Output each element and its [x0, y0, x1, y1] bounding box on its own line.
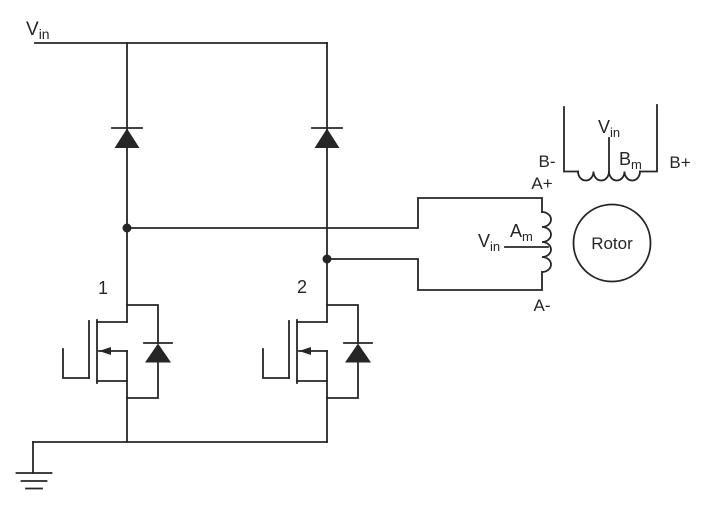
- phase-b-minus-wire: [563, 106, 579, 173]
- phase-a-tap-vin-label: Vin: [478, 231, 500, 254]
- phase-b-tap-vin-label: Vin: [598, 117, 620, 140]
- phase-b-winding-label: Bm: [619, 149, 642, 172]
- mosfet1-gate-lead: [62, 348, 90, 379]
- phase-b-winding: [563, 104, 658, 182]
- mosfet-2-icon: [262, 304, 373, 443]
- ground-symbol: [15, 441, 53, 490]
- phase-a-coil-icon: [541, 211, 552, 273]
- phase-b-coil-icon: [577, 170, 641, 182]
- terminal-a-plus-label: A+: [531, 174, 552, 193]
- terminal-a-minus-label: A-: [534, 296, 551, 315]
- mosfet2-bodydiode-top-wire: [326, 304, 359, 344]
- terminal-b-plus-label: B+: [669, 153, 690, 172]
- mosfet2-gate-lead: [262, 348, 290, 379]
- phase-a-plus-wire: [126, 197, 543, 229]
- phase-a-winding-label: Am: [510, 221, 533, 244]
- mosfet2-bodydiode-bottom-wire: [326, 361, 359, 399]
- mosfet2-arrow-icon: [299, 347, 311, 355]
- phase-b-plus-wire: [639, 104, 658, 173]
- rotor-circle: [572, 203, 652, 283]
- phase-a-minus-wire: [326, 258, 543, 291]
- freewheel-diode-2-icon: [311, 127, 343, 148]
- mosfet-2-label: 2: [297, 277, 307, 297]
- terminal-b-minus-label: B-: [539, 152, 556, 171]
- mosfet1-bodydiode-bottom-wire: [126, 361, 159, 399]
- freewheel-diode-1-icon: [111, 127, 143, 148]
- mosfet1-bodydiode-triangle: [145, 343, 171, 363]
- mosfet1-bodydiode-top-wire: [126, 304, 159, 344]
- mosfet1-arrow-icon: [99, 347, 111, 355]
- vin-supply-label: Vin: [26, 19, 50, 42]
- mosfet-1-label: 1: [98, 278, 108, 298]
- diode1-triangle: [114, 128, 140, 148]
- mosfet2-bodydiode-triangle: [345, 343, 371, 363]
- mosfet-1-icon: [62, 304, 173, 443]
- rotor-label: Rotor: [591, 234, 633, 253]
- diode2-triangle: [314, 128, 340, 148]
